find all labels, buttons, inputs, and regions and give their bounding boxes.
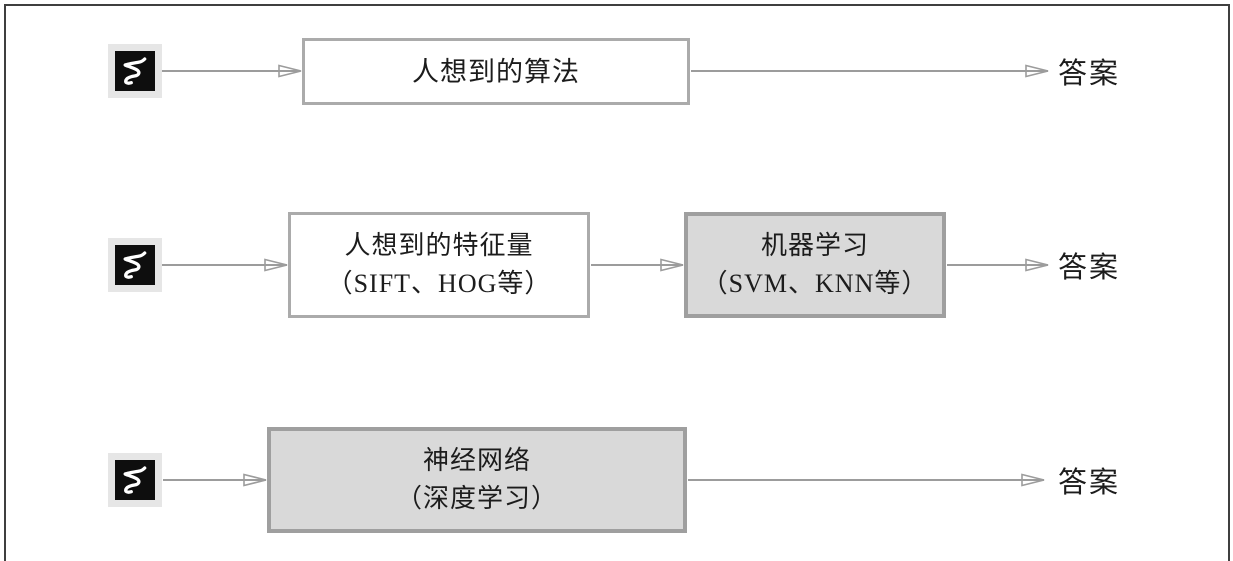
box-label-line2: （SIFT、HOG等） [326, 269, 552, 298]
handwritten-5-icon [115, 51, 155, 91]
arrow-algorithm-to-answer [691, 64, 1049, 78]
arrow-ml-to-answer [947, 258, 1049, 272]
box-machine-learning: 机器学习 （SVM、KNN等） [684, 212, 946, 318]
handwritten-5-icon [115, 245, 155, 285]
mnist-input-tile [108, 44, 162, 98]
box-human-features: 人想到的特征量 （SIFT、HOG等） [288, 212, 590, 318]
mnist-input-tile [108, 238, 162, 292]
handwritten-5-icon [115, 460, 155, 500]
box-label-line1: 人想到的特征量 [344, 231, 534, 260]
arrow-input-to-algorithm [162, 64, 302, 78]
answer-label: 答案 [1058, 58, 1121, 90]
mnist-input-tile [108, 453, 162, 507]
box-label-line2: （深度学习） [395, 484, 558, 513]
arrow-input-to-features [162, 258, 288, 272]
answer-label: 答案 [1058, 252, 1121, 284]
box-label-line2: （SVM、KNN等） [701, 269, 929, 298]
arrow-features-to-ml [591, 258, 684, 272]
box-neural-network: 神经网络 （深度学习） [267, 427, 687, 533]
box-label-line1: 神经网络 [422, 446, 531, 475]
arrow-input-to-network [163, 473, 267, 487]
box-label-line1: 机器学习 [760, 231, 869, 260]
box-human-algorithm: 人想到的算法 [302, 38, 690, 105]
answer-label: 答案 [1058, 467, 1121, 499]
box-label: 人想到的算法 [412, 56, 580, 87]
arrow-network-to-answer [688, 473, 1045, 487]
